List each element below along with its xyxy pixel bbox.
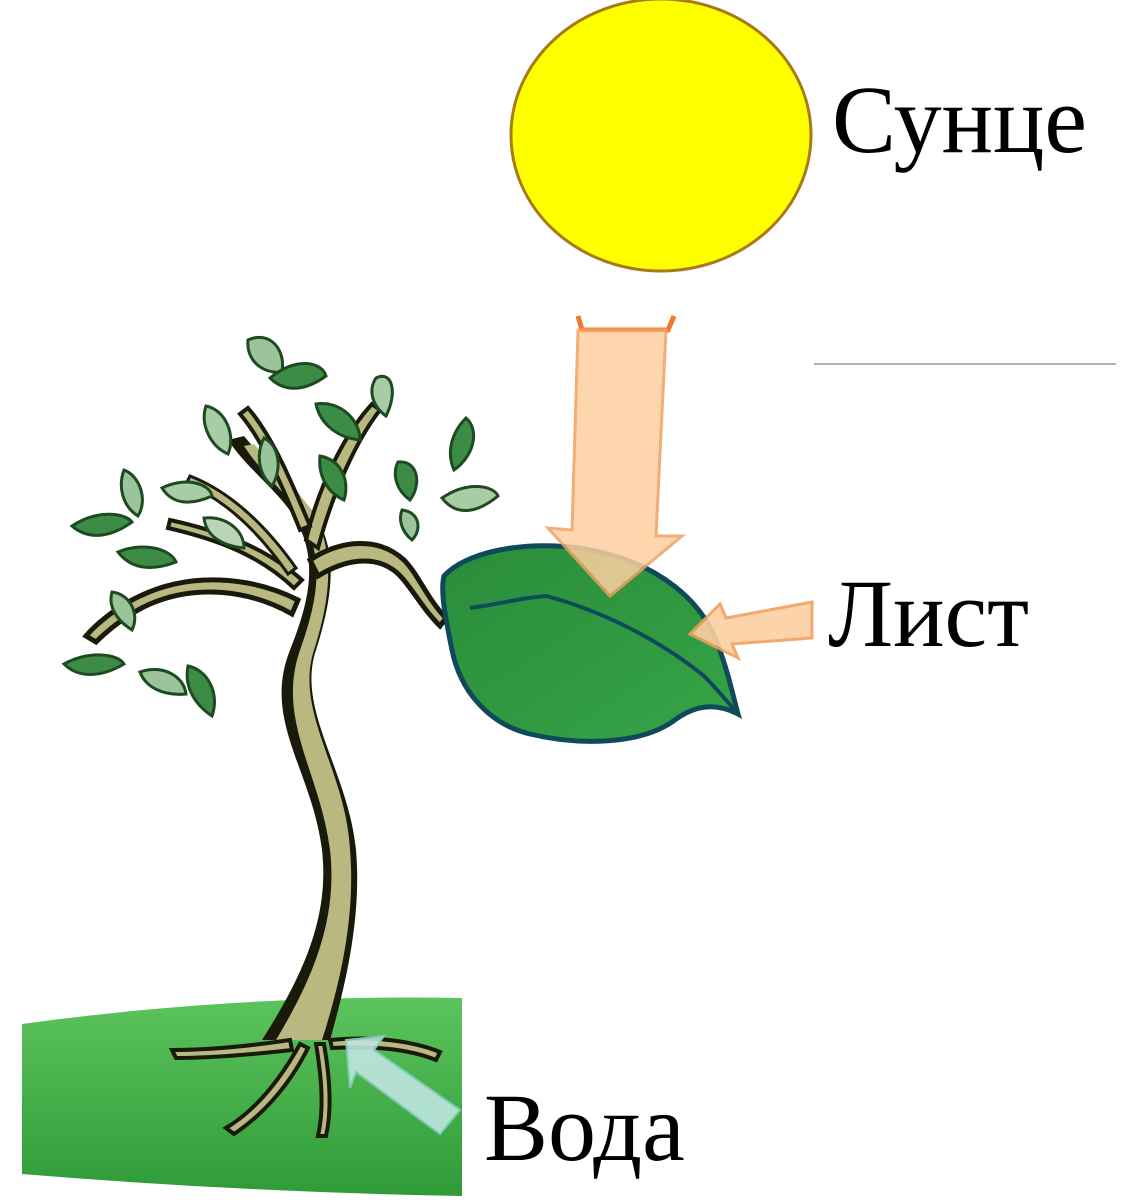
leaf-label: Лист [828,566,1029,662]
sun-label: Сунце [832,72,1087,168]
sun-icon [511,0,811,271]
water-label: Вода [484,1080,685,1176]
